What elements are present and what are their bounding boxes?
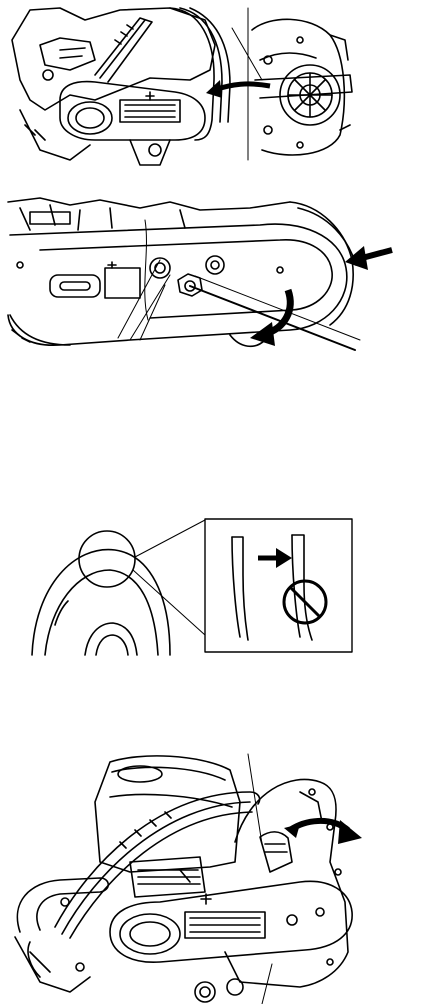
belt-tension-adjustment-illustration xyxy=(0,190,430,355)
rotate-arrow-icon xyxy=(284,820,362,844)
belt-guard-removal-illustration xyxy=(0,0,430,170)
direction-arrow-icon xyxy=(206,80,270,98)
figure-blade-flange-detail xyxy=(0,515,430,660)
prohibited-icon xyxy=(284,581,326,623)
figure-belt-tension-adjustment xyxy=(0,190,430,355)
indicator-arrow-icon xyxy=(258,548,292,568)
blade-flange-detail-illustration xyxy=(0,515,430,660)
figure-belt-guard-removal xyxy=(0,0,430,170)
power-cutter-illustration xyxy=(0,752,430,1004)
figure-power-cutter xyxy=(0,752,430,1004)
